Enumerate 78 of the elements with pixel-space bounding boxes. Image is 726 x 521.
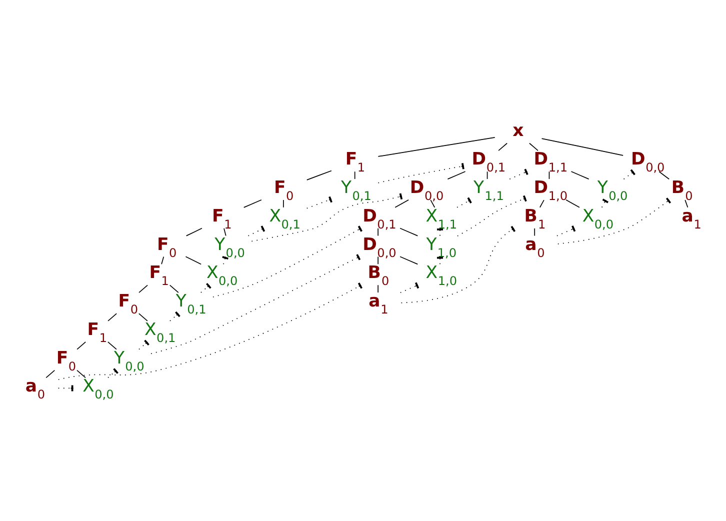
connector [108,342,117,350]
node-text: B$_{0}$ [671,178,693,203]
node-text: a$_{1}$ [368,292,388,317]
node-text: X$_{1,1}$ [426,206,457,232]
node-text: X$_{0,0}$ [206,263,238,288]
node-text: B$_{1}$ [524,206,546,232]
connector [556,226,576,236]
connector [498,142,508,152]
node-text: Y$_{0,0}$ [114,348,144,374]
connector [456,197,472,208]
connector [170,311,180,322]
connector [200,282,212,293]
node-text: B$_{0}$ [368,263,390,288]
node-text: Y$_{1,1}$ [474,178,504,203]
connector [243,199,262,208]
node-text: F$_{0}$ [118,292,138,317]
node-text: x [512,121,524,142]
connector [400,282,420,294]
node-text: F$_{0}$ [56,348,76,374]
node-text: F$_{1}$ [149,263,169,288]
connector [306,196,332,209]
node-text: D$_{0,0}$ [362,234,396,260]
node-text: D$_{1,1}$ [534,150,568,175]
connector [400,256,418,265]
node-text: a$_{1}$ [682,206,702,232]
connector [186,228,202,236]
node-text: X$_{0,0}$ [582,206,614,232]
connector [138,313,148,322]
connector [400,228,418,236]
connector [306,170,332,180]
node-text: D$_{1,0}$ [534,178,568,203]
connector [529,142,538,152]
connector [76,342,86,350]
node-text: F$_{0}$ [274,178,294,203]
node-text: a$_{0}$ [525,234,545,260]
connector [161,256,164,265]
node-text: D$_{0,0}$ [410,178,444,203]
connector [76,370,86,378]
node-text: X$_{1,0}$ [426,263,457,288]
connector [378,137,496,157]
connector [283,200,284,208]
connector [540,200,544,208]
connector [108,313,117,322]
connector [185,256,202,265]
node-text: X$_{0,1}$ [144,320,176,345]
connector [566,199,580,208]
connector [138,284,148,293]
node-text: Y$_{0,0}$ [597,178,628,203]
connector [354,171,356,180]
connector [684,200,688,208]
node-text: X$_{0,0}$ [82,376,114,402]
connector [623,169,636,180]
node-text: D$_{0,1}$ [472,150,506,175]
connector [447,171,466,180]
node-text: F$_{1}$ [212,206,232,232]
node-text: F$_{0}$ [156,234,177,260]
node-text: Y$_{1,0}$ [426,234,457,260]
connector [46,370,56,378]
node-text: Y$_{0,1}$ [176,292,206,317]
node-text: a$_{0}$ [25,376,46,402]
connector [509,168,528,180]
node-text: Y$_{0,1}$ [341,178,372,203]
connector [534,228,536,236]
node-text: F$_{1}$ [345,150,366,175]
connector [430,200,436,208]
connector [570,171,590,180]
connector [224,228,226,236]
connector [248,226,266,236]
connector [658,171,670,180]
connector [541,138,624,156]
connector [251,193,403,242]
node-text: F$_{1}$ [87,320,108,345]
connector [169,284,179,293]
node-text: D$_{0,0}$ [630,150,665,175]
connector [394,199,409,208]
node-text: X$_{0,1}$ [269,206,300,232]
node-text: Y$_{0,0}$ [214,234,245,260]
node-text: D$_{0,1}$ [362,206,396,232]
